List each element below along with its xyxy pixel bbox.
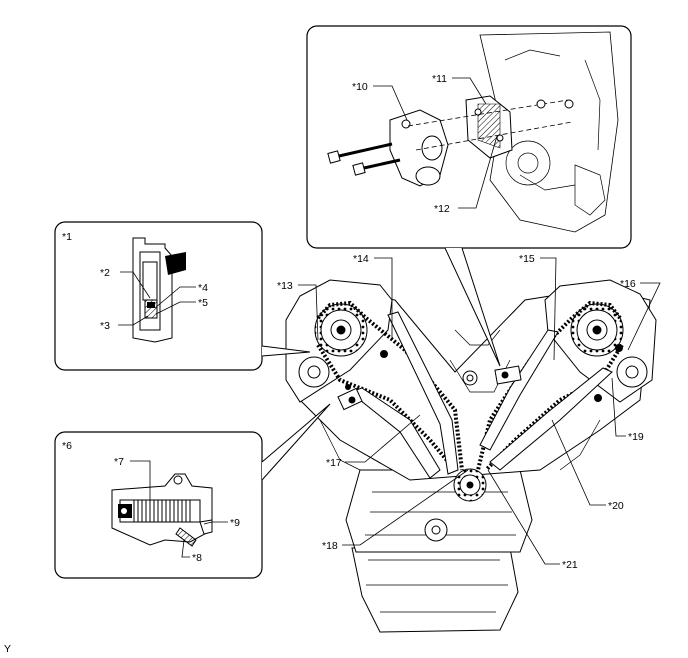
corner-code: Y: [4, 643, 11, 655]
label-11: *11: [432, 73, 447, 85]
label-13: *13: [277, 280, 293, 292]
label-20: *20: [608, 500, 624, 512]
label-12: *12: [434, 203, 450, 215]
camshaft-sprocket-right-2: [616, 356, 648, 388]
inset-tensioner-section: [54, 221, 263, 371]
chain-guide-left-upper: [387, 311, 459, 475]
label-6: *6: [62, 440, 72, 452]
leader-lines: [298, 257, 661, 565]
label-9: *9: [230, 517, 240, 529]
label-2: *2: [100, 267, 110, 279]
camshaft-sprocket-left-2: [298, 356, 330, 388]
label-7: *7: [114, 456, 124, 468]
inset-callout-pointer: [444, 247, 501, 367]
chain-guides: [348, 311, 613, 479]
label-8: *8: [192, 552, 202, 564]
camshaft-sprocket-left: [314, 303, 368, 357]
chain-guide-bolt-left: [380, 350, 388, 358]
chain-guide-right: [479, 329, 559, 451]
bolt-upper: [327, 142, 393, 164]
chain-guide-bolt-right: [615, 344, 623, 352]
chain-tensioner-left: [337, 387, 363, 411]
label-17: *17: [326, 457, 342, 469]
camshaft-sprocket-right: [570, 303, 624, 357]
label-10: *10: [352, 81, 368, 93]
inset-1-callout-pointer: [261, 345, 311, 357]
inset-tensioner-install: [306, 25, 632, 249]
label-19: *19: [628, 431, 644, 443]
oil-pan: [351, 547, 519, 633]
inset-tensioner-spring: [54, 431, 263, 579]
label-4: *4: [198, 282, 208, 294]
label-16: *16: [620, 278, 636, 290]
label-1: *1: [62, 231, 72, 243]
chain-slipper-right: [489, 367, 613, 471]
label-3: *3: [100, 320, 110, 332]
label-15: *15: [519, 253, 535, 265]
label-18: *18: [322, 540, 338, 552]
slipper-bolt-right: [594, 394, 602, 402]
crankshaft-sprocket: [424, 468, 487, 542]
label-5: *5: [198, 297, 208, 309]
chain-tensioner-right: [494, 365, 522, 385]
label-14: *14: [353, 253, 369, 265]
bolt-lower: [352, 158, 401, 176]
callout-labels: *1 *2 *3 *4 *5 *6 *7 *8 *9 *10 *11 *12 *…: [4, 73, 644, 655]
inset-6-callout-pointer: [261, 403, 331, 481]
label-21: *21: [562, 559, 578, 571]
slipper-bolt-left: [345, 384, 351, 390]
